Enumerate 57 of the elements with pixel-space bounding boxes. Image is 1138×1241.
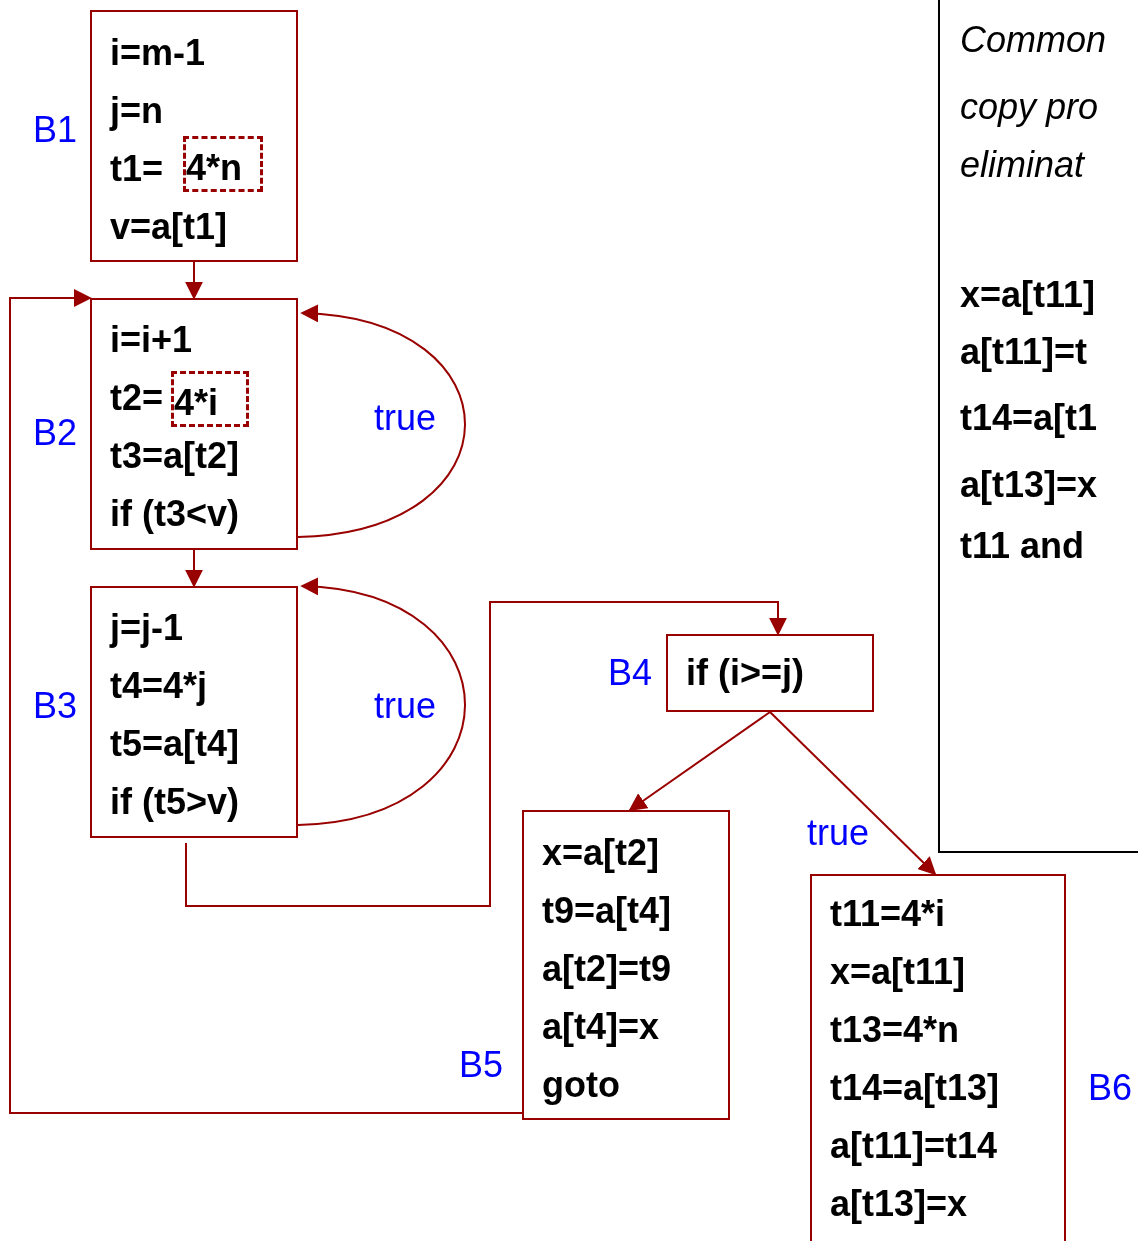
code-line: i=i+1: [110, 318, 193, 362]
block-label: B1: [33, 110, 77, 150]
code-block-box: [810, 874, 1066, 1241]
code-line: a[t13]=x: [830, 1182, 968, 1226]
block-label: B6: [1088, 1068, 1132, 1108]
code-line: 4*i: [174, 381, 219, 425]
code-line: goto: [542, 1063, 620, 1107]
code-line: Common: [960, 18, 1107, 62]
code-line: 4*n: [186, 146, 243, 190]
code-block-box: [522, 810, 730, 1120]
code-block-box: [90, 10, 298, 262]
code-line: if (i>=j): [686, 651, 805, 695]
block-label: B5: [459, 1045, 503, 1085]
dashed-highlight-box: [183, 136, 263, 192]
code-line: if (t3<v): [110, 492, 240, 536]
code-line: copy pro: [960, 85, 1099, 129]
code-line: t9=a[t4]: [542, 889, 672, 933]
block-label: B2: [33, 413, 77, 453]
block-label: B4: [608, 653, 652, 693]
code-line: t13=4*n: [830, 1008, 960, 1052]
code-line: a[t13]=x: [960, 463, 1098, 507]
code-line: j=n: [110, 89, 163, 133]
block-label: B3: [33, 686, 77, 726]
code-line: a[t2]=t9: [542, 947, 672, 991]
arrow: [185, 601, 787, 907]
arrow: [185, 261, 203, 300]
code-block-box: [90, 586, 298, 838]
arrow: [769, 711, 937, 876]
code-line: t4=4*j: [110, 664, 208, 708]
code-line: a[t11]=t: [960, 330, 1088, 374]
code-line: t1=: [110, 147, 164, 191]
code-block-box: [90, 298, 298, 550]
code-block-box: [666, 634, 874, 712]
arrow: [9, 289, 523, 1114]
code-line: x=a[t11]: [960, 273, 1096, 317]
code-line: t2=: [110, 376, 164, 420]
arrow: [297, 305, 466, 538]
code-line: j=j-1: [110, 606, 184, 650]
arrow: [185, 549, 203, 588]
code-line: t11=4*i: [830, 892, 946, 936]
code-line: v=a[t1]: [110, 205, 228, 249]
code-line: t3=a[t2]: [110, 434, 240, 478]
code-line: i=m-1: [110, 31, 206, 75]
code-line: if (t5>v): [110, 780, 240, 824]
code-line: t5=a[t4]: [110, 722, 240, 766]
dashed-highlight-box: [171, 371, 249, 427]
code-line: t14=a[t1: [960, 396, 1098, 440]
code-line: a[t4]=x: [542, 1005, 660, 1049]
code-line: x=a[t2]: [542, 831, 660, 875]
arrow: [628, 711, 771, 812]
code-line: eliminat: [960, 143, 1085, 187]
code-line: t11 and: [960, 524, 1085, 568]
note-panel: [938, 0, 1138, 853]
code-line: t14=a[t13]: [830, 1066, 1000, 1110]
arrow: [297, 578, 466, 826]
code-line: x=a[t11]: [830, 950, 966, 994]
code-line: a[t11]=t14: [830, 1124, 998, 1168]
